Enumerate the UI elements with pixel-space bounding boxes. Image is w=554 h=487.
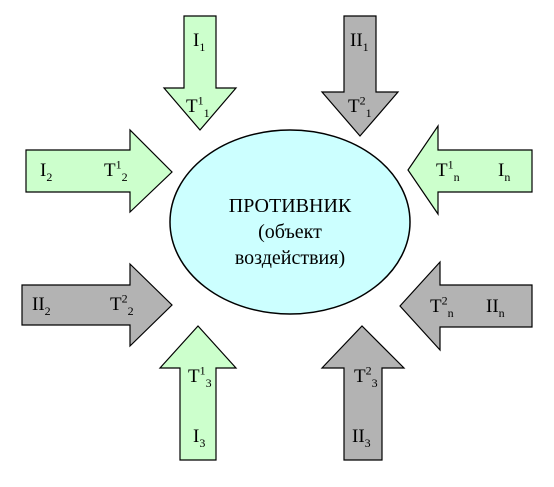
- label-in: In: [498, 160, 511, 184]
- label-t1-n: T1n: [436, 157, 460, 184]
- label-t2-3: T23: [354, 363, 378, 390]
- label-t2-1: T21: [348, 93, 372, 120]
- arrow-mid-left-green: [25, 128, 173, 214]
- label-t2-n: T2n: [430, 293, 454, 320]
- label-t1-1: T11: [186, 93, 210, 120]
- label-t2-2: T22: [110, 291, 134, 318]
- opponent-label: ПРОТИВНИК (объект воздействия): [170, 193, 410, 271]
- arrow-bottom-left-green: [158, 325, 238, 461]
- opponent-subtitle-line2: воздействия): [234, 247, 346, 269]
- opponent-ellipse: [169, 129, 411, 315]
- arrow-bottom-right-gray: [320, 325, 406, 461]
- opponent-subtitle-line1: (объект: [258, 221, 322, 243]
- arrow-low-right-gray: [399, 260, 533, 352]
- label-t1-2: T12: [104, 157, 128, 184]
- label-ii3: II3: [352, 426, 371, 450]
- label-iin: IIn: [486, 296, 505, 320]
- arrow-top-right-gray: [320, 15, 400, 137]
- arrow-mid-right-green: [407, 124, 533, 216]
- label-i2: I2: [40, 160, 53, 184]
- opponent-title: ПРОТИВНИК: [228, 195, 352, 217]
- label-ii1: II1: [350, 30, 369, 54]
- label-i1: I1: [193, 30, 206, 54]
- label-ii2: II2: [32, 294, 51, 318]
- label-i3: I3: [193, 426, 206, 450]
- arrow-low-left-gray: [21, 262, 173, 348]
- label-t1-3: T13: [188, 363, 212, 390]
- arrow-top-left-green: [162, 15, 238, 131]
